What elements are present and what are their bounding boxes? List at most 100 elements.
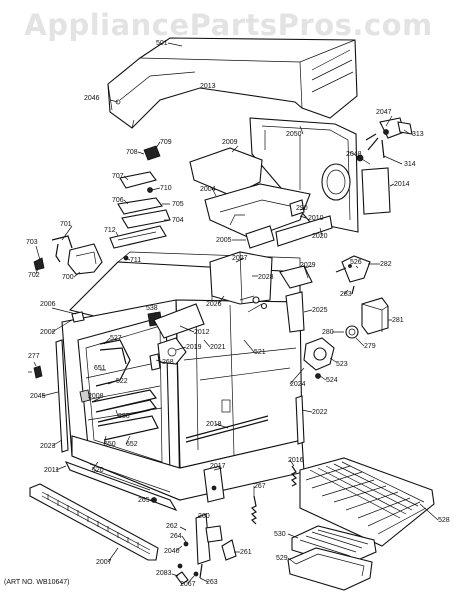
callout-711: 711 [130, 257, 141, 264]
callout-2028: 2028 [258, 274, 274, 281]
callout-2016: 2016 [288, 457, 304, 464]
callout-260: 260 [198, 513, 210, 520]
hinge-receiver-part [203, 465, 225, 503]
callout-501: 501 [156, 40, 168, 47]
callout-2021: 2021 [210, 344, 226, 351]
callout-labels: 501 2013 2046 2047 313 2050 709 708 2009… [26, 40, 450, 588]
callout-2014: 2014 [394, 181, 410, 188]
convection-cover-part [153, 303, 205, 339]
callout-529: 529 [276, 555, 288, 562]
callout-538: 538 [146, 305, 158, 312]
callout-527: 527 [110, 335, 122, 342]
watermark: AppliancePartsPros.com [24, 8, 433, 42]
callout-2013: 2013 [200, 83, 216, 90]
callout-2020: 2020 [312, 233, 328, 240]
callout-2017: 2017 [210, 463, 226, 470]
callout-283: 283 [340, 291, 352, 298]
broiler-pan-part [287, 547, 373, 591]
callout-265: 265 [138, 497, 150, 504]
callout-282: 282 [380, 261, 392, 268]
callout-2029: 2029 [300, 262, 316, 269]
callout-650: 650 [104, 441, 116, 448]
vent-duct-part [209, 251, 305, 333]
clip-part [71, 311, 85, 323]
callout-2050: 2050 [286, 131, 302, 138]
callout-264: 264 [170, 533, 182, 540]
callout-2046: 2046 [84, 95, 100, 102]
callout-2040: 2040 [164, 548, 180, 555]
callout-530: 530 [274, 531, 286, 538]
top-cover-part [107, 37, 358, 129]
side-trim-part [28, 339, 69, 453]
callout-710: 710 [160, 185, 172, 192]
art-number: (ART NO. WB10647) [4, 579, 70, 586]
callout-706: 706 [112, 197, 124, 204]
rear-panel-part [249, 117, 391, 233]
latch-assembly-part [33, 235, 103, 275]
callout-701: 701 [60, 221, 72, 228]
door-lock-parts [109, 145, 171, 261]
oven-rack-part [299, 457, 435, 547]
callout-2022: 2022 [312, 409, 328, 416]
callout-2045: 2045 [30, 393, 46, 400]
callout-2048: 2048 [346, 151, 362, 158]
leader-lines [33, 42, 439, 584]
front-grille-part [29, 483, 159, 561]
callout-523: 523 [336, 361, 348, 368]
callout-2010: 2010 [308, 215, 324, 222]
bottom-frame-part [64, 461, 178, 512]
callout-2047: 2047 [376, 109, 392, 116]
door-hinge-part [175, 513, 237, 585]
callout-281: 281 [392, 317, 404, 324]
callout-652: 652 [126, 441, 138, 448]
callout-528: 528 [438, 517, 450, 524]
callout-2023: 2023 [40, 443, 56, 450]
callout-263: 263 [206, 579, 218, 586]
callout-2025: 2025 [312, 307, 328, 314]
callout-707: 707 [112, 173, 124, 180]
callout-2011: 2011 [44, 467, 59, 474]
callout-524: 524 [326, 377, 338, 384]
callout-279: 279 [364, 343, 376, 350]
callout-2007: 2007 [96, 559, 112, 566]
callout-2018: 2018 [206, 421, 222, 428]
hinge-spring-part [250, 465, 298, 525]
callout-261: 261 [240, 549, 252, 556]
callout-526: 526 [350, 259, 362, 266]
callout-2006: 2006 [40, 301, 56, 308]
callout-2027: 2027 [232, 255, 248, 262]
callout-520: 520 [92, 467, 104, 474]
callout-2067: 2067 [180, 581, 196, 588]
callout-702: 702 [28, 272, 40, 279]
callout-2012: 2012 [194, 329, 210, 336]
callout-712: 712 [104, 227, 116, 234]
callout-704: 704 [172, 217, 184, 224]
callout-522: 522 [116, 378, 128, 385]
callout-521: 521 [254, 349, 266, 356]
callout-709: 709 [160, 139, 172, 146]
callout-2004: 2004 [200, 186, 216, 193]
oven-light-part [303, 337, 335, 379]
callout-268: 268 [162, 359, 174, 366]
callout-277: 277 [28, 353, 40, 360]
callout-2019: 2019 [186, 344, 202, 351]
callout-2009: 2009 [222, 139, 238, 146]
callout-700: 700 [62, 274, 74, 281]
thermostat-part [345, 325, 359, 339]
terminal-block-part [361, 297, 389, 335]
fan-bracket-part [349, 151, 371, 165]
latch-switch-part [335, 255, 371, 295]
callout-703: 703 [26, 239, 38, 246]
callout-708: 708 [126, 149, 138, 156]
callout-2024: 2024 [290, 381, 306, 388]
callout-313: 313 [412, 131, 424, 138]
callout-2008: 2008 [88, 393, 104, 400]
callout-290: 290 [296, 205, 308, 212]
callout-651: 651 [94, 365, 106, 372]
right-trim-part [185, 395, 305, 445]
callout-2083: 2083 [156, 570, 172, 577]
callout-886: 886 [118, 413, 130, 420]
callout-280: 280 [322, 329, 334, 336]
air-duct-part [189, 147, 333, 249]
